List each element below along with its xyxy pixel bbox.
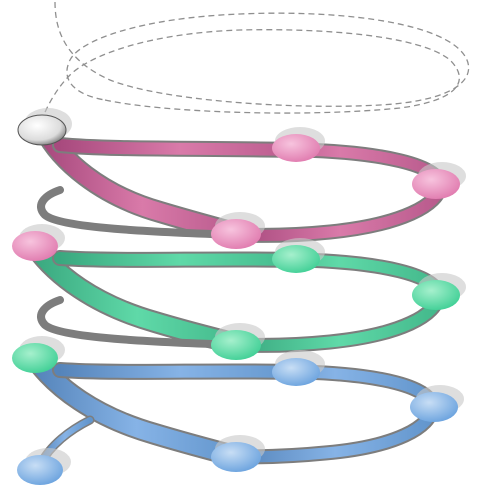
blue-node-top (272, 350, 325, 386)
blue-node-front (211, 435, 265, 472)
dashed-loop-group (40, 2, 469, 125)
end-node (17, 448, 71, 485)
dashed-loop-outer (55, 2, 469, 106)
